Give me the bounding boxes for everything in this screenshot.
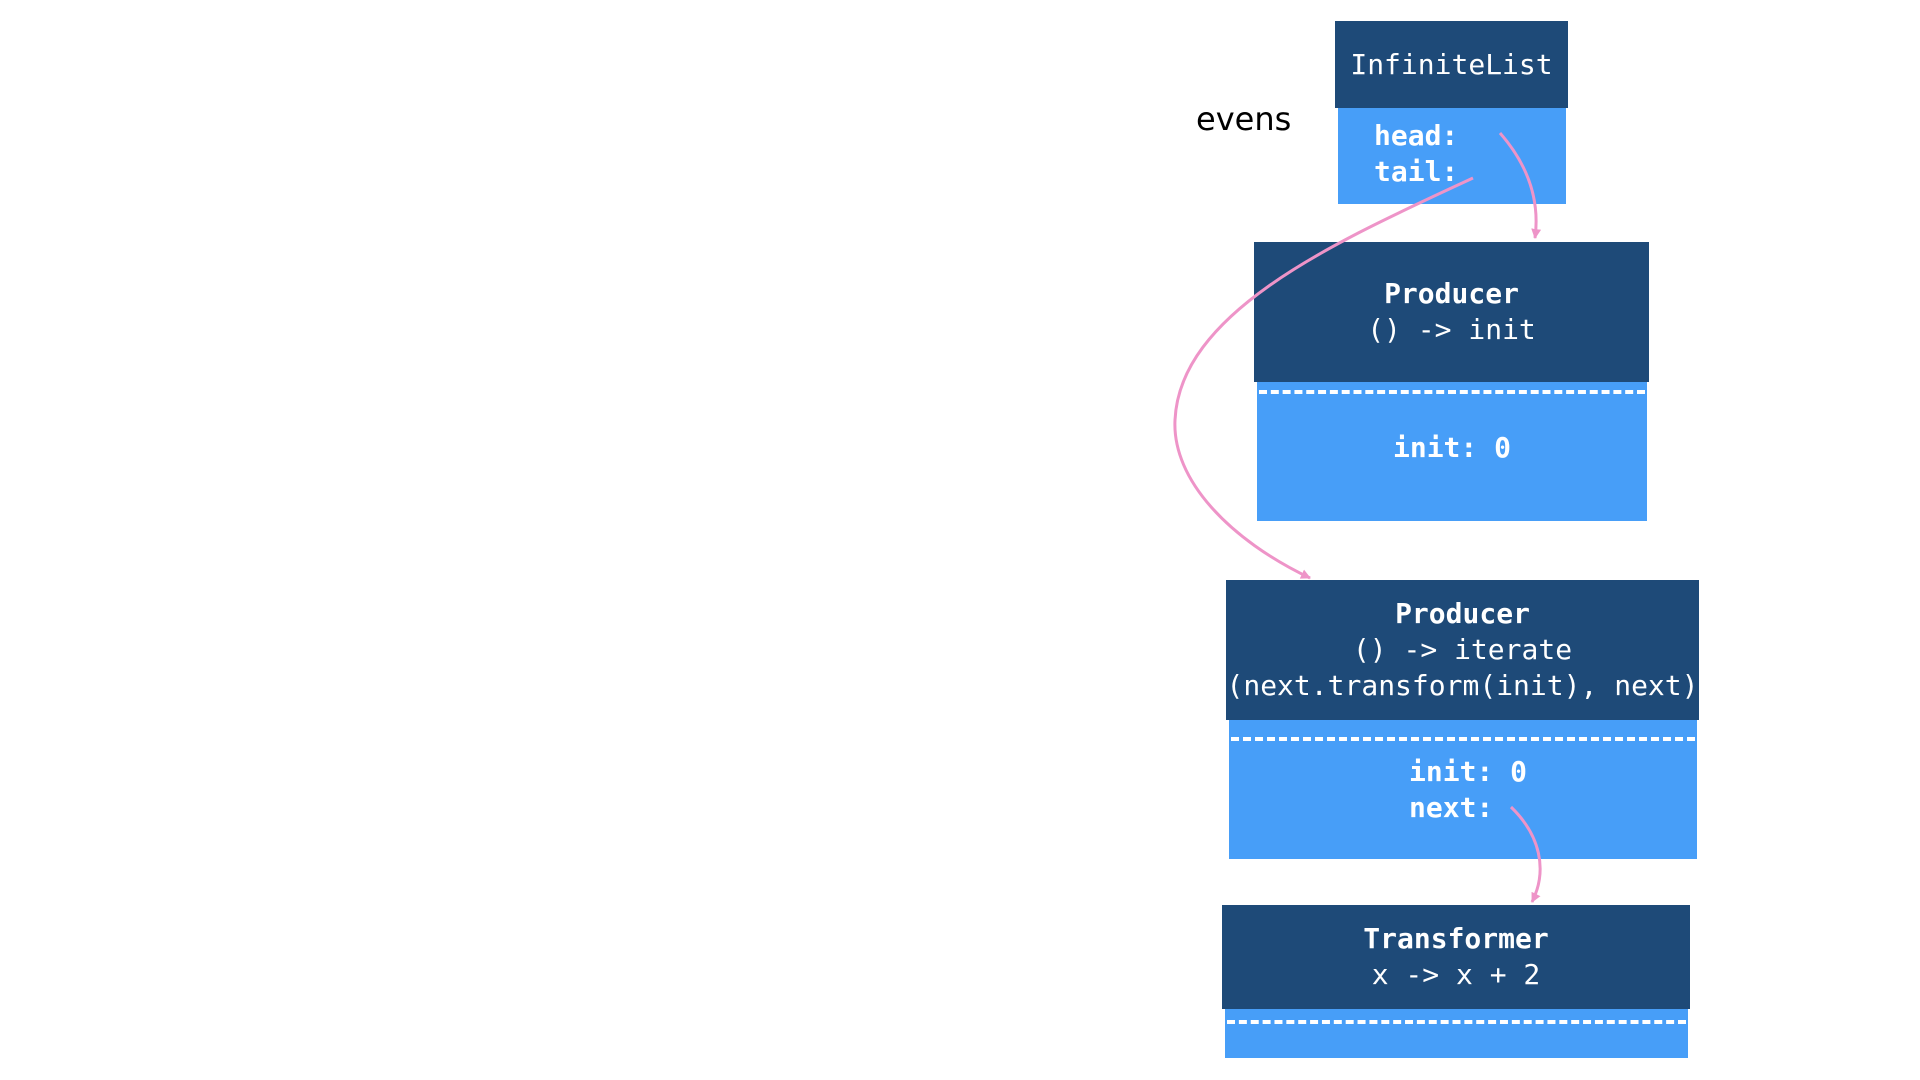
producer-2-init-field: init: 0 xyxy=(1409,755,1528,788)
transformer-body xyxy=(1225,1009,1688,1058)
transformer-header: Transformer x -> x + 2 xyxy=(1222,905,1690,1009)
head-field: head: xyxy=(1374,119,1459,152)
producer-1-header: Producer () -> init xyxy=(1254,242,1649,382)
producer-1-body: init: 0 xyxy=(1257,382,1647,521)
dashed-divider xyxy=(1231,737,1695,741)
transformer-lambda: x -> x + 2 xyxy=(1371,958,1541,991)
producer-2-next-field: next: xyxy=(1409,791,1494,824)
producer-2-title: Producer xyxy=(1395,597,1530,630)
dashed-divider xyxy=(1227,1020,1686,1024)
variable-label: evens xyxy=(1196,100,1292,138)
producer-1-title: Producer xyxy=(1384,277,1519,310)
producer-2-lambda: () -> iterate xyxy=(1352,633,1573,666)
producer-2-body: init: 0 next: xyxy=(1229,720,1697,859)
infinite-list-body: head: tail: xyxy=(1338,108,1566,204)
transformer-title: Transformer xyxy=(1363,922,1549,955)
tail-field: tail: xyxy=(1374,155,1459,188)
dashed-divider xyxy=(1259,390,1645,394)
infinite-list-header: InfiniteList xyxy=(1335,21,1568,108)
producer-1-lambda: () -> init xyxy=(1367,313,1536,346)
producer-2-lambda-args: (next.transform(init), next) xyxy=(1226,669,1699,702)
producer-2-header: Producer () -> iterate (next.transform(i… xyxy=(1226,580,1699,720)
producer-1-init-field: init: 0 xyxy=(1392,431,1511,464)
infinite-list-title: InfiniteList xyxy=(1350,47,1553,81)
